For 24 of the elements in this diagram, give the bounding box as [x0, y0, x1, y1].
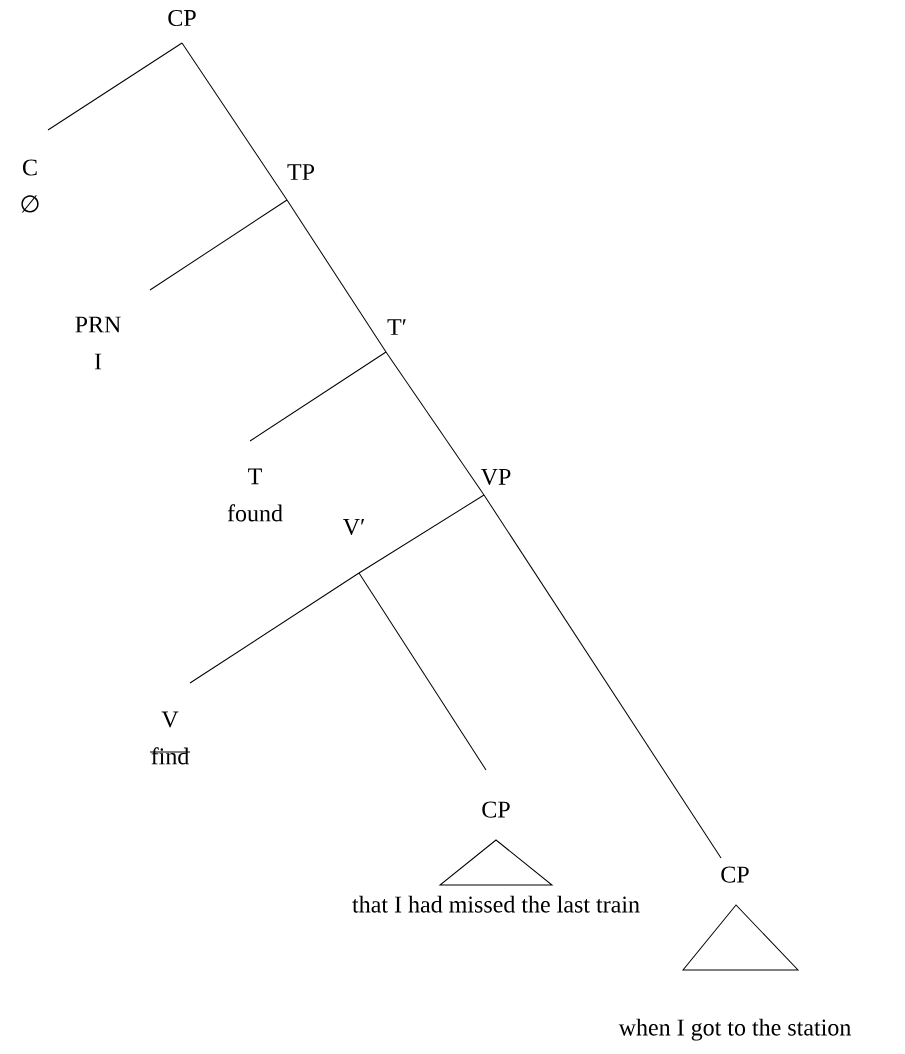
constituent-label: CP — [168, 9, 196, 27]
constituent-label: PRN I — [75, 316, 121, 370]
tree-branch — [358, 494, 485, 574]
node-label: that I had missed the last train — [352, 895, 640, 913]
tree-branch — [249, 351, 387, 442]
tree-branch — [385, 351, 485, 496]
tree-branch — [149, 199, 288, 291]
node-label: when I got to the station — [618, 1018, 851, 1041]
node-label: CP — [482, 801, 510, 818]
tree-branch — [181, 42, 288, 201]
tree-branch — [47, 42, 183, 131]
tree-branch — [483, 494, 722, 859]
tree-branch — [358, 572, 487, 771]
constituent-label: TP — [287, 164, 315, 180]
constituent-label: VP — [480, 468, 511, 486]
tree-branch — [286, 199, 387, 353]
constituent-label: T′ — [387, 319, 406, 335]
node-label: CP — [721, 866, 749, 883]
tree-branch — [189, 572, 360, 684]
constituent-label: C ∅ — [21, 159, 39, 213]
triangle-constituent: CP that I had missed the last train — [352, 801, 640, 913]
constituent-label: T found — [227, 468, 283, 522]
constituent-label: V′ — [343, 518, 365, 536]
constituent-label: V find — [149, 711, 191, 765]
